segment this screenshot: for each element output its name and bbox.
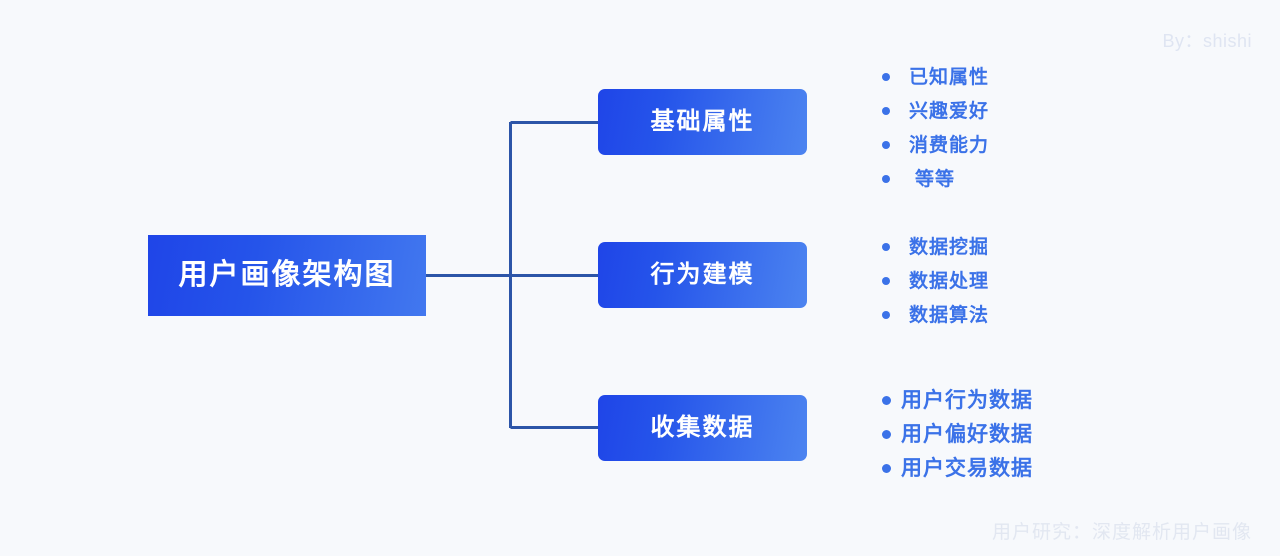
author-credit: By：shishi [1162,31,1252,51]
bullet-group-2: 数据挖掘 数据处理 数据算法 [882,230,989,332]
list-item-label: 数据挖掘 [909,236,990,258]
list-item: 数据处理 [882,264,989,298]
list-item-label: 已知属性 [909,66,990,88]
list-item: 数据挖掘 [882,230,989,264]
bullet-dot-icon [882,277,890,285]
branch-node-2[interactable]: 行为建模 [598,242,807,308]
list-item: 数据算法 [882,298,989,332]
list-item: 用户行为数据 [882,383,1033,417]
list-item-label: 用户交易数据 [901,456,1033,480]
branch-node-2-label: 行为建模 [650,261,755,288]
bullet-dot-icon [882,175,890,183]
list-item-label: 用户偏好数据 [901,422,1033,446]
footer-caption: 用户研究：深度解析用户画像 [991,522,1252,543]
list-item-label: 数据算法 [909,304,990,326]
list-item-label: 数据处理 [909,270,990,292]
list-item: 兴趣爱好 [882,94,989,128]
bullet-dot-icon [882,395,891,405]
list-item-label: 等等 [915,168,956,190]
bullet-dot-icon [882,243,890,251]
list-item: 消费能力 [882,128,989,162]
bullet-dot-icon [882,311,890,319]
root-node-label: 用户画像架构图 [178,259,396,291]
bullet-dot-icon [882,141,890,149]
list-item: 等等 [882,162,989,196]
branch-node-3[interactable]: 收集数据 [598,395,807,461]
list-item: 用户交易数据 [882,451,1033,485]
root-node[interactable]: 用户画像架构图 [148,235,426,316]
bullet-dot-icon [882,463,891,473]
branch-node-3-label: 收集数据 [650,414,755,441]
bullet-group-1: 已知属性 兴趣爱好 消费能力 等等 [882,60,989,196]
list-item-label: 消费能力 [909,134,990,156]
branch-node-1[interactable]: 基础属性 [598,89,807,155]
list-item-label: 兴趣爱好 [909,100,990,122]
bullet-group-3: 用户行为数据 用户偏好数据 用户交易数据 [882,383,1033,485]
bullet-dot-icon [882,107,890,115]
bullet-dot-icon [882,73,890,81]
list-item: 用户偏好数据 [882,417,1033,451]
branch-node-1-label: 基础属性 [650,108,755,135]
list-item-label: 用户行为数据 [901,388,1033,412]
list-item: 已知属性 [882,60,989,94]
bullet-dot-icon [882,429,891,439]
